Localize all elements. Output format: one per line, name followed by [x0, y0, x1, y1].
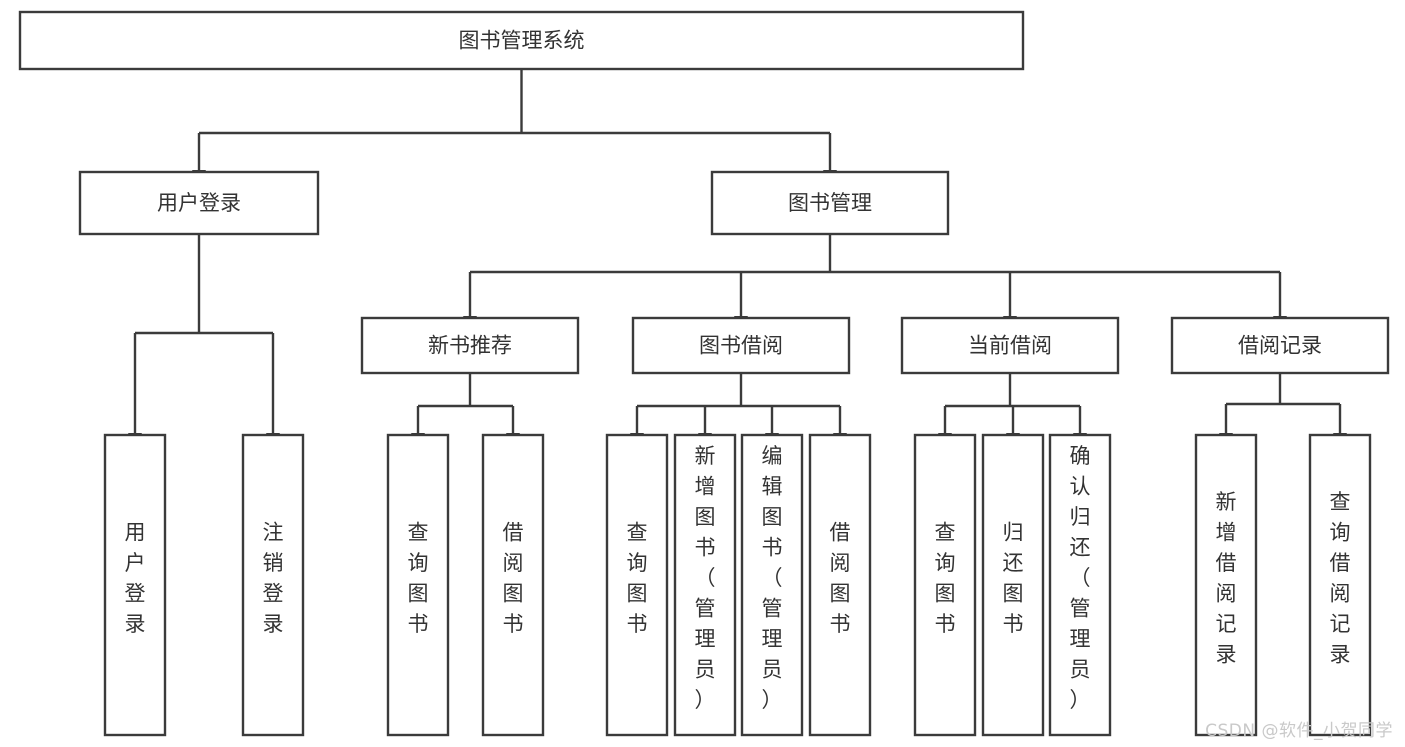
node-leaf-logout-box	[241, 433, 305, 737]
node-leaf-add-record[interactable]: 新增借阅记录	[1194, 433, 1258, 737]
node-leaf-user-login-label: 用户登录	[125, 520, 146, 636]
node-leaf-query-book-2[interactable]: 查询图书	[605, 433, 669, 737]
node-book-management-box	[710, 170, 950, 236]
node-leaf-query-book-3-label: 查询图书	[935, 520, 956, 636]
node-leaf-confirm-return[interactable]: 确认归还（管理员）	[1048, 433, 1112, 737]
node-leaf-query-record-label: 查询借阅记录	[1330, 490, 1351, 667]
node-leaf-user-login-box	[103, 433, 167, 737]
node-leaf-return-book-label: 归还图书	[1003, 520, 1024, 636]
node-leaf-add-record-box	[1194, 433, 1258, 737]
node-leaf-add-record-label: 新增借阅记录	[1216, 490, 1237, 667]
node-leaf-query-book-3[interactable]: 查询图书	[913, 433, 977, 737]
node-leaf-query-book-2-label: 查询图书	[627, 520, 648, 636]
node-leaf-edit-book-box	[740, 433, 804, 737]
node-leaf-add-book-label: 新增图书（管理员）	[695, 444, 716, 712]
node-leaf-confirm-return-label: 确认归还（管理员）	[1070, 444, 1091, 712]
node-leaf-query-book-1-label: 查询图书	[408, 520, 429, 636]
node-new-book-recommend-label: 新书推荐	[428, 334, 512, 358]
node-leaf-query-book-1-box	[386, 433, 450, 737]
node-leaf-borrow-book-2[interactable]: 借阅图书	[808, 433, 872, 737]
node-leaf-query-record-box	[1308, 433, 1372, 737]
node-leaf-query-book-2-box	[605, 433, 669, 737]
node-leaf-borrow-book-1[interactable]: 借阅图书	[481, 433, 545, 737]
node-book-management-label: 图书管理	[788, 191, 872, 215]
node-leaf-query-book-1[interactable]: 查询图书	[386, 433, 450, 737]
node-leaf-edit-book-label: 编辑图书（管理员）	[762, 444, 783, 712]
connector-layer	[128, 69, 1347, 445]
watermark: CSDN @软件_小贺同学	[1205, 721, 1393, 741]
node-leaf-borrow-book-2-box	[808, 433, 872, 737]
node-borrow-record[interactable]: 借阅记录	[1170, 316, 1390, 375]
node-user-login[interactable]: 用户登录	[78, 170, 320, 236]
node-user-login-box	[78, 170, 320, 236]
node-layer: 图书管理系统用户登录图书管理新书推荐图书借阅当前借阅借阅记录用户登录注销登录查询…	[18, 10, 1390, 737]
node-book-borrow-box	[631, 316, 851, 375]
node-root-box	[18, 10, 1025, 71]
node-leaf-borrow-book-1-label: 借阅图书	[503, 520, 524, 636]
node-leaf-query-book-3-box	[913, 433, 977, 737]
node-new-book-recommend[interactable]: 新书推荐	[360, 316, 580, 375]
node-leaf-return-book[interactable]: 归还图书	[981, 433, 1045, 737]
node-root[interactable]: 图书管理系统	[18, 10, 1025, 71]
node-leaf-borrow-book-1-box	[481, 433, 545, 737]
node-book-borrow[interactable]: 图书借阅	[631, 316, 851, 375]
node-root-label: 图书管理系统	[459, 29, 585, 53]
node-borrow-record-box	[1170, 316, 1390, 375]
node-leaf-return-book-box	[981, 433, 1045, 737]
node-book-borrow-label: 图书借阅	[699, 334, 783, 358]
node-leaf-add-book-box	[673, 433, 737, 737]
node-new-book-recommend-box	[360, 316, 580, 375]
node-leaf-logout-label: 注销登录	[263, 520, 284, 636]
node-current-borrow-label: 当前借阅	[968, 334, 1052, 358]
node-borrow-record-label: 借阅记录	[1238, 334, 1322, 358]
node-leaf-confirm-return-box	[1048, 433, 1112, 737]
node-user-login-label: 用户登录	[157, 191, 241, 215]
node-leaf-add-book[interactable]: 新增图书（管理员）	[673, 433, 737, 737]
node-current-borrow-box	[900, 316, 1120, 375]
node-book-management[interactable]: 图书管理	[710, 170, 950, 236]
node-leaf-borrow-book-2-label: 借阅图书	[830, 520, 851, 636]
node-leaf-query-record[interactable]: 查询借阅记录	[1308, 433, 1372, 737]
node-leaf-edit-book[interactable]: 编辑图书（管理员）	[740, 433, 804, 737]
node-current-borrow[interactable]: 当前借阅	[900, 316, 1120, 375]
node-leaf-user-login[interactable]: 用户登录	[103, 433, 167, 737]
node-leaf-logout[interactable]: 注销登录	[241, 433, 305, 737]
